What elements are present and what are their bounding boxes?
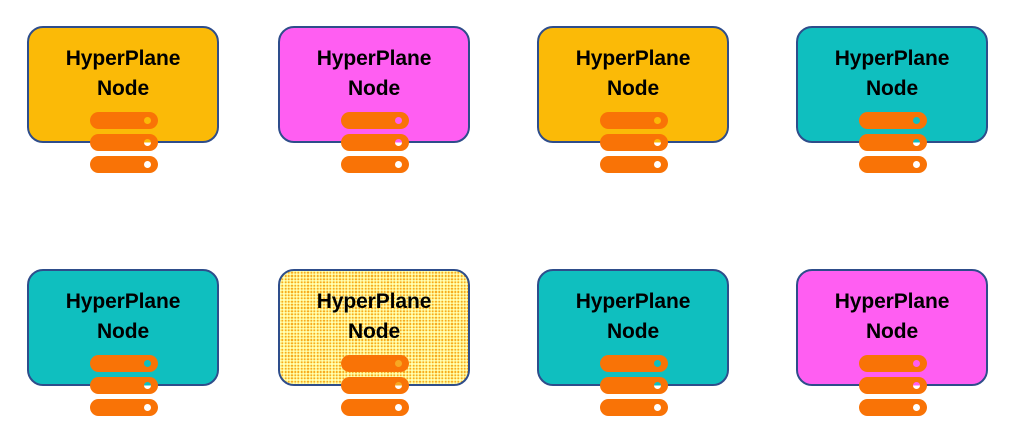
server-bar-3 [90, 399, 158, 416]
server-status-led-3 [395, 161, 402, 168]
hyperplane-node[interactable]: HyperPlane Node [796, 269, 988, 416]
node-box[interactable]: HyperPlane Node [278, 26, 470, 143]
node-label: HyperPlane Node [316, 47, 432, 100]
server-stack-icon [859, 355, 927, 418]
hyperplane-node[interactable]: HyperPlane Node [796, 26, 988, 173]
server-bar-3 [90, 156, 158, 173]
node-box[interactable]: HyperPlane Node [537, 26, 729, 143]
hyperplane-node[interactable]: HyperPlane Node [537, 26, 729, 173]
server-status-led-3 [654, 404, 661, 411]
server-status-led-2 [395, 382, 402, 389]
server-bar-2 [600, 134, 668, 151]
server-bar-1 [90, 355, 158, 372]
server-status-led-1 [144, 117, 151, 124]
server-status-led-3 [654, 161, 661, 168]
server-bar-3 [600, 399, 668, 416]
server-status-led-3 [144, 161, 151, 168]
server-bar-1 [859, 112, 927, 129]
server-status-led-1 [913, 117, 920, 124]
node-label: HyperPlane Node [65, 47, 181, 100]
server-status-led-2 [144, 382, 151, 389]
server-stack-icon [600, 112, 668, 175]
server-status-led-2 [654, 139, 661, 146]
server-status-led-2 [913, 139, 920, 146]
server-status-led-3 [144, 404, 151, 411]
server-status-led-2 [913, 382, 920, 389]
server-status-led-2 [395, 139, 402, 146]
hyperplane-node[interactable]: HyperPlane Node [27, 269, 219, 416]
server-bar-2 [859, 134, 927, 151]
server-bar-3 [600, 156, 668, 173]
node-label: HyperPlane Node [316, 290, 432, 343]
node-label: HyperPlane Node [65, 290, 181, 343]
server-bar-3 [341, 399, 409, 416]
server-status-led-1 [654, 360, 661, 367]
server-status-led-2 [654, 382, 661, 389]
server-bar-3 [859, 399, 927, 416]
server-status-led-2 [144, 139, 151, 146]
hyperplane-node[interactable]: HyperPlane Node [278, 269, 470, 416]
hyperplane-node[interactable]: HyperPlane Node [278, 26, 470, 173]
server-bar-3 [859, 156, 927, 173]
node-label: HyperPlane Node [575, 47, 691, 100]
server-status-led-1 [913, 360, 920, 367]
node-label: HyperPlane Node [834, 47, 950, 100]
server-bar-2 [90, 134, 158, 151]
server-stack-icon [90, 355, 158, 418]
node-label: HyperPlane Node [575, 290, 691, 343]
server-stack-icon [90, 112, 158, 175]
server-bar-1 [90, 112, 158, 129]
server-bar-3 [341, 156, 409, 173]
server-bar-2 [341, 134, 409, 151]
server-bar-1 [600, 112, 668, 129]
server-stack-icon [600, 355, 668, 418]
hyperplane-node[interactable]: HyperPlane Node [27, 26, 219, 173]
server-status-led-1 [654, 117, 661, 124]
server-stack-icon [341, 355, 409, 418]
server-bar-2 [90, 377, 158, 394]
hyperplane-node[interactable]: HyperPlane Node [537, 269, 729, 416]
server-bar-1 [341, 355, 409, 372]
server-status-led-1 [395, 360, 402, 367]
server-stack-icon [341, 112, 409, 175]
server-status-led-1 [395, 117, 402, 124]
node-box[interactable]: HyperPlane Node [796, 269, 988, 386]
server-status-led-3 [913, 404, 920, 411]
server-status-led-1 [144, 360, 151, 367]
server-stack-icon [859, 112, 927, 175]
server-bar-1 [341, 112, 409, 129]
server-status-led-3 [395, 404, 402, 411]
server-bar-1 [600, 355, 668, 372]
server-bar-1 [859, 355, 927, 372]
server-status-led-3 [913, 161, 920, 168]
node-label: HyperPlane Node [834, 290, 950, 343]
server-bar-2 [859, 377, 927, 394]
server-bar-2 [341, 377, 409, 394]
server-bar-2 [600, 377, 668, 394]
